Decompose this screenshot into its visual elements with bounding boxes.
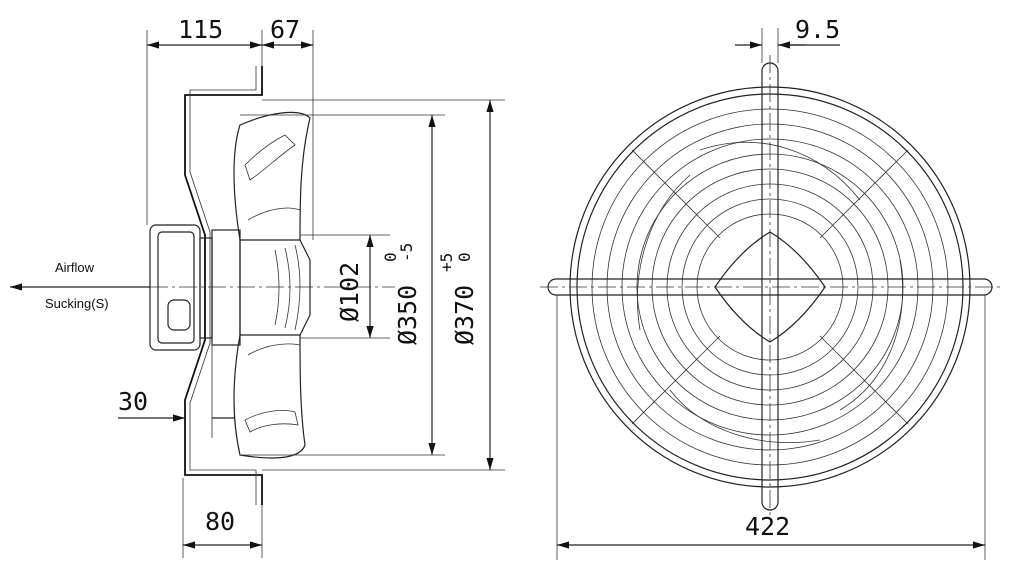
- dim-9-5: 9.5: [795, 15, 840, 44]
- dim-80: 80: [205, 507, 235, 536]
- cable-gland: [167, 299, 191, 331]
- dia-350: Ø350: [393, 285, 422, 345]
- airflow-label: Airflow: [55, 260, 95, 275]
- dia-350-tol-lower: -5: [397, 243, 416, 262]
- dia-370-tol-lower: 0: [455, 252, 474, 262]
- blade-top: [233, 111, 311, 241]
- dim-67: 67: [270, 15, 300, 44]
- blade-bottom: [233, 334, 306, 459]
- front-view: 9.5 422: [540, 15, 1000, 560]
- dim-115: 115: [178, 15, 223, 44]
- dia-370-tol-upper: +5: [437, 253, 456, 272]
- dia-370: Ø370: [450, 285, 479, 345]
- dia-350-tol-upper: 0: [381, 252, 400, 262]
- dim-30: 30: [118, 387, 148, 416]
- dia-102: Ø102: [335, 262, 364, 322]
- sucking-label: Sucking(S): [45, 296, 109, 311]
- side-view: 115 67 30 80 Airflow Sucking(S) Ø102 Ø35…: [10, 15, 505, 558]
- hub: [239, 239, 311, 336]
- hub-front: [714, 231, 826, 343]
- housing-plate: [184, 66, 263, 505]
- dim-422: 422: [745, 512, 790, 541]
